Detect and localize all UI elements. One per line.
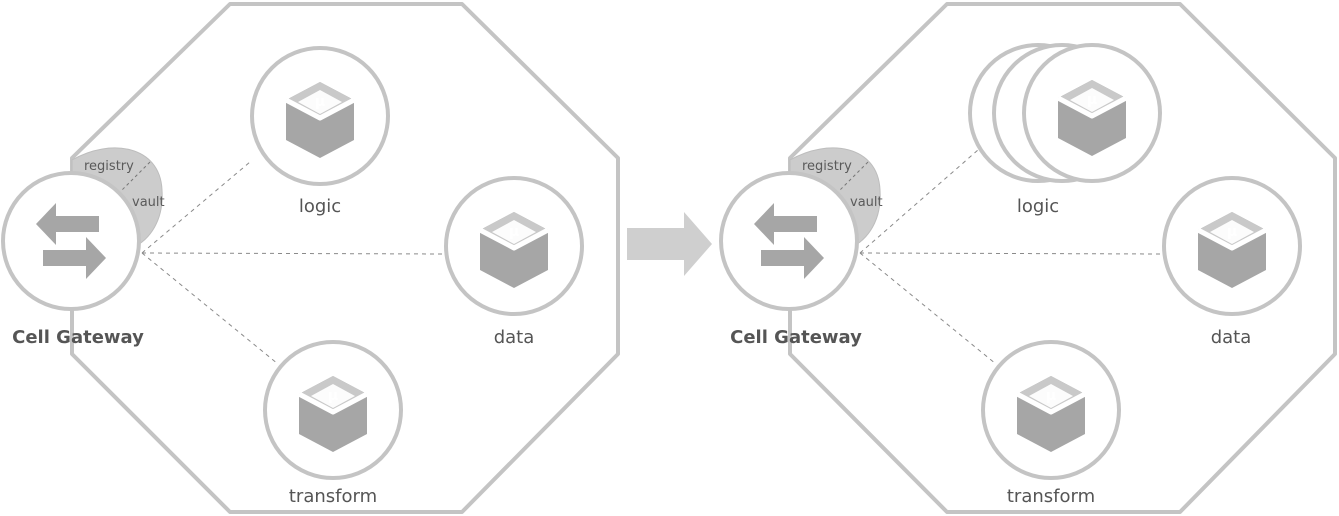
service-data: μ xyxy=(1162,176,1302,316)
service-logic-replicas: μ xyxy=(968,43,1162,183)
data-label: data xyxy=(494,327,535,348)
service-transform: μ xyxy=(263,340,403,480)
logic-label: logic xyxy=(1017,196,1059,217)
service-transform: μ xyxy=(981,340,1121,480)
mu-symbol: μ xyxy=(315,94,325,110)
vault-label: vault xyxy=(850,195,883,210)
cell-gateway xyxy=(1,171,141,311)
service-logic: μ xyxy=(250,46,390,186)
transform-label: transform xyxy=(289,486,377,507)
service-data: μ xyxy=(444,176,584,316)
cell-before: registry vault Cell Gateway μ logic μ da… xyxy=(1,2,620,514)
mu-symbol: μ xyxy=(328,388,338,404)
gateway-label: Cell Gateway xyxy=(12,327,144,348)
vault-label: vault xyxy=(132,195,165,210)
cell-after: registry vault Cell Gateway μ logic μ da… xyxy=(719,2,1337,514)
registry-label: registry xyxy=(84,159,134,174)
mu-symbol: μ xyxy=(1227,224,1237,240)
gateway-label: Cell Gateway xyxy=(730,327,862,348)
data-label: data xyxy=(1211,327,1252,348)
mu-symbol: μ xyxy=(1087,92,1097,108)
right-arrow-icon xyxy=(627,212,712,276)
registry-label: registry xyxy=(802,159,852,174)
mu-symbol: μ xyxy=(1046,388,1056,404)
mu-symbol: μ xyxy=(509,224,519,240)
cell-gateway xyxy=(719,171,859,311)
transform-label: transform xyxy=(1007,486,1095,507)
logic-label: logic xyxy=(299,196,341,217)
